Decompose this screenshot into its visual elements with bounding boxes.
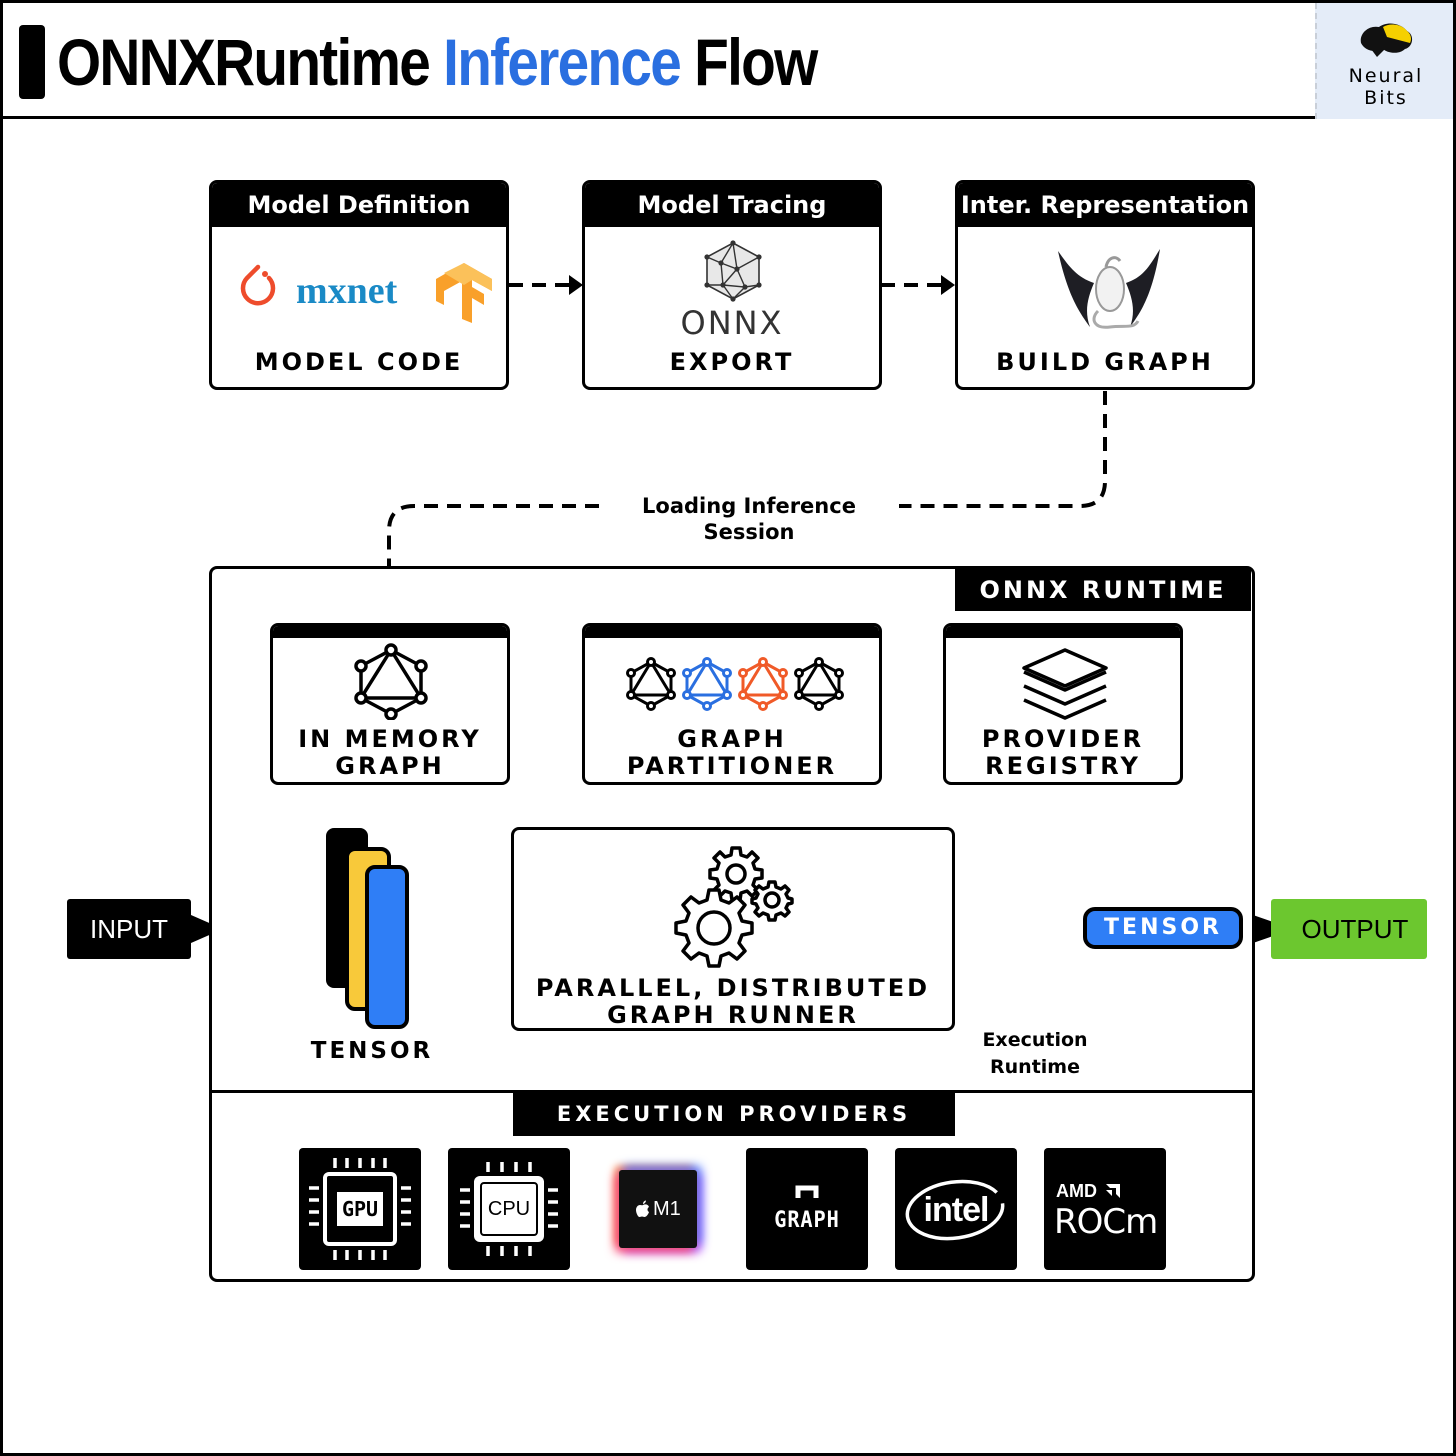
gears-icon	[674, 846, 794, 968]
box-header-bar	[946, 626, 1180, 638]
model-tracing-header: Model Tracing	[585, 183, 879, 227]
tensor-stack-label: TENSOR	[310, 1038, 434, 1064]
title-part-2: Flow	[680, 25, 818, 99]
model-definition-box: Model Definition mxnet MODEL CODE	[209, 180, 509, 390]
intel-logo	[905, 1179, 1005, 1241]
amd-label: AMD	[1056, 1181, 1097, 1201]
gpu-label: GPU	[341, 1197, 379, 1221]
arrow-loading-session	[387, 391, 1107, 609]
graph-partitioner-box: GRAPH PARTITIONER	[582, 623, 882, 785]
graph-runner-label: PARALLEL, DISTRIBUTED GRAPH RUNNER	[535, 974, 931, 1029]
execution-providers-divider	[209, 1090, 1255, 1093]
onnx-runtime-header: ONNX RUNTIME	[955, 569, 1251, 611]
partition-graph-icons	[626, 657, 844, 711]
tensorflow-icon	[436, 263, 492, 323]
in-memory-graph-box: IN MEMORY GRAPH	[270, 623, 510, 785]
provider-registry-box: PROVIDER REGISTRY	[943, 623, 1183, 785]
output-badge: OUTPUT	[1271, 899, 1427, 959]
graph-node-icon	[354, 643, 428, 720]
brain-icon	[1360, 23, 1413, 57]
output-tensor-badge: TENSOR	[1083, 907, 1243, 949]
apple-m1-provider-tile: M1	[597, 1148, 719, 1270]
apple-m1-icon	[619, 1170, 697, 1248]
intermediate-representation-box: Inter. Representation BUILD GRAPH	[955, 180, 1255, 390]
graph-runner-box: PARALLEL, DISTRIBUTED GRAPH RUNNER	[511, 827, 955, 1031]
m1-label: M1	[653, 1198, 681, 1220]
loading-session-label: Loading Inference Session	[599, 493, 899, 545]
model-definition-header: Model Definition	[212, 183, 506, 227]
graph-partitioner-label: GRAPH PARTITIONER	[626, 725, 838, 780]
cpu-chip-icon	[460, 1162, 558, 1256]
onnx-logo-icon	[704, 240, 762, 302]
onnx-logo-text: ONNX	[680, 304, 784, 342]
page-title: ONNXRuntime Inference Flow	[57, 21, 818, 103]
title-accent-word: Inference	[443, 25, 682, 99]
logo-line-1: Neural	[1348, 65, 1424, 87]
export-label: EXPORT	[669, 348, 795, 376]
cpu-label: CPU	[487, 1198, 531, 1220]
title-accent-bar	[19, 25, 45, 99]
gpu-provider-tile: GPU	[299, 1148, 421, 1270]
layers-stack-icon	[1022, 648, 1108, 720]
input-badge: INPUT	[67, 899, 191, 959]
box-header-bar	[273, 626, 507, 638]
ngraph-label: GRAPH	[774, 1208, 840, 1233]
build-graph-label: BUILD GRAPH	[996, 348, 1214, 376]
tensor-stack-icon	[326, 828, 409, 1029]
apple-icon	[636, 1200, 649, 1217]
ngraph-provider-tile: GRAPH	[746, 1148, 868, 1270]
ngraph-logo	[795, 1185, 819, 1198]
logo-line-2: Bits	[1364, 87, 1408, 109]
llvm-dragon-icon	[1058, 249, 1160, 329]
box-header-bar	[585, 626, 879, 638]
model-tracing-box: Model Tracing ONNX EXPORT	[582, 180, 882, 390]
pytorch-icon	[240, 264, 276, 306]
amd-arrow-icon	[1106, 1184, 1120, 1198]
provider-registry-label: PROVIDER REGISTRY	[981, 725, 1145, 780]
intermediate-representation-header: Inter. Representation	[958, 183, 1252, 227]
rocm-label: ROCm	[1054, 1202, 1158, 1242]
execution-runtime-label: Execution Runtime	[982, 1029, 1088, 1078]
execution-providers-header: EXECUTION PROVIDERS	[513, 1093, 955, 1136]
mxnet-logo: mxnet	[296, 270, 398, 312]
amd-rocm-provider-tile: AMD ROCm	[1044, 1148, 1166, 1270]
model-code-label: MODEL CODE	[254, 348, 464, 376]
intel-provider-tile: intel	[895, 1148, 1017, 1270]
cpu-provider-tile: CPU	[448, 1148, 570, 1270]
title-part-1: ONNXRuntime	[57, 25, 444, 99]
intel-label: intel	[923, 1191, 990, 1229]
gpu-chip-icon	[309, 1158, 411, 1260]
in-memory-graph-label: IN MEMORY GRAPH	[298, 725, 482, 780]
